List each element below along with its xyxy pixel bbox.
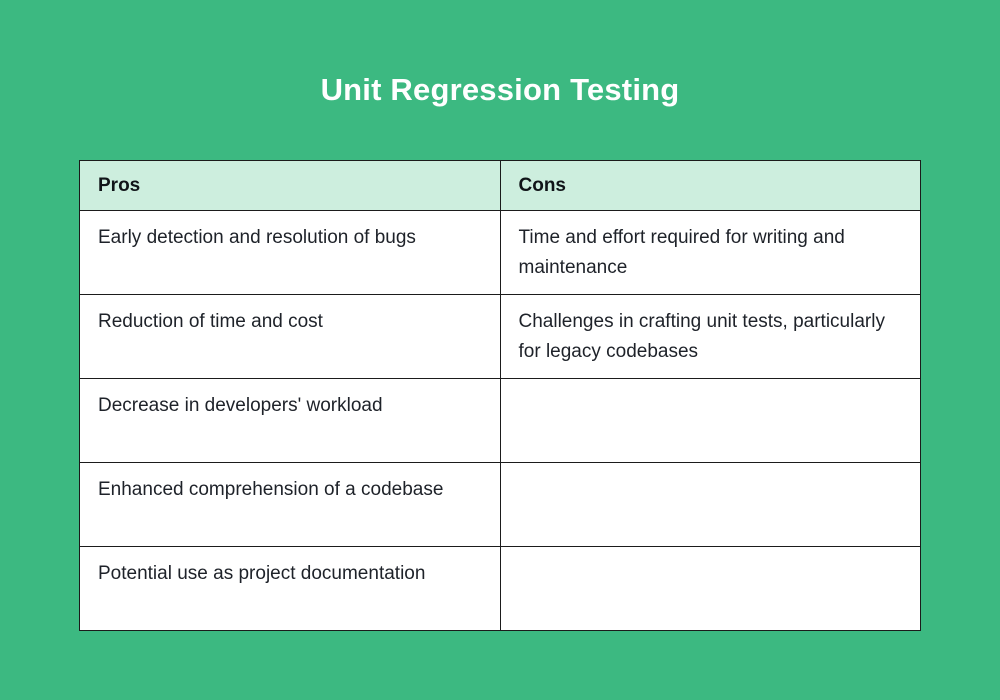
table-row: Decrease in developers' workload (79, 378, 921, 463)
cons-cell: Time and effort required for writing and… (499, 210, 921, 295)
pros-cons-table: Pros Cons Early detection and resolution… (79, 160, 921, 631)
cons-cell: Challenges in crafting unit tests, parti… (499, 294, 921, 379)
pros-cell: Reduction of time and cost (79, 294, 501, 379)
cons-column-header: Cons (499, 160, 921, 211)
pros-cell: Enhanced comprehension of a codebase (79, 462, 501, 547)
page-title: Unit Regression Testing (320, 72, 680, 107)
table-header-row: Pros Cons (79, 160, 921, 211)
pros-cell: Potential use as project documentation (79, 546, 501, 631)
pros-cell: Early detection and resolution of bugs (79, 210, 501, 295)
table-row: Potential use as project documentation (79, 546, 921, 631)
cons-cell (499, 462, 921, 547)
table-row: Early detection and resolution of bugs T… (79, 210, 921, 295)
cons-cell (499, 378, 921, 463)
pros-cell: Decrease in developers' workload (79, 378, 501, 463)
cons-cell (499, 546, 921, 631)
pros-column-header: Pros (79, 160, 501, 211)
table-row: Reduction of time and cost Challenges in… (79, 294, 921, 379)
table-row: Enhanced comprehension of a codebase (79, 462, 921, 547)
